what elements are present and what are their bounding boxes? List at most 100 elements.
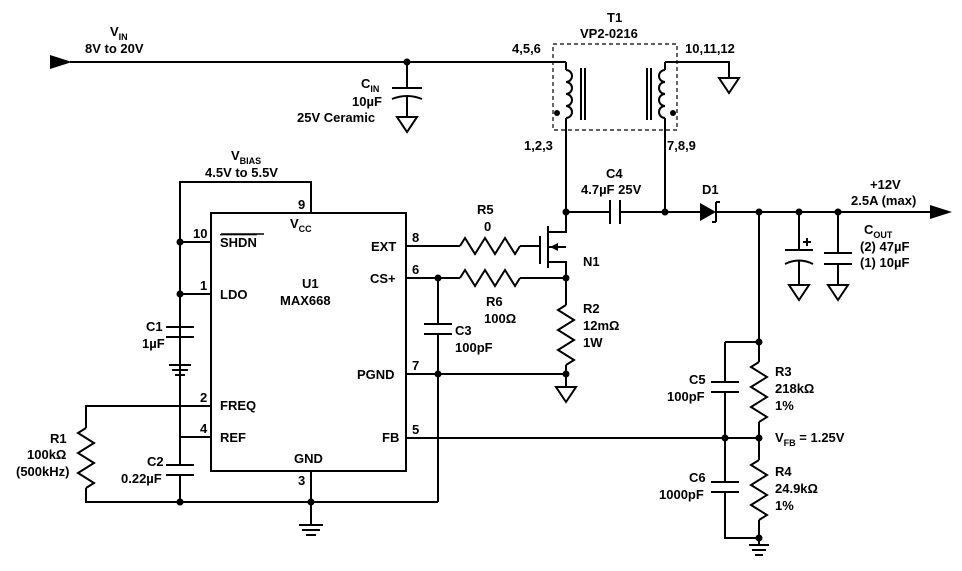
u1-csplus-label: CS+ [370, 271, 396, 286]
ground-icon [299, 524, 323, 536]
c4-name: C4 [606, 166, 623, 181]
n1-name: N1 [583, 254, 600, 269]
vout-current: 2.5A (max) [851, 193, 916, 208]
c5-capacitor [711, 342, 739, 438]
vin-label: VIN [110, 24, 128, 42]
vbias-range: 4.5V to 5.5V [205, 165, 278, 180]
u1-pin-ext: 8 [412, 230, 419, 245]
ground-icon [787, 284, 811, 302]
ground-icon [554, 386, 578, 404]
u1-shdn-label: SHDN [220, 235, 257, 250]
c2-name: C2 [147, 454, 164, 469]
t1-pins-secondary-top: 10,11,12 [685, 41, 735, 56]
cout-line2: (1) 10µF [860, 255, 909, 270]
u1-pin-shdn: 10 [193, 226, 207, 241]
r4-name: R4 [775, 464, 792, 479]
r6-name: R6 [486, 294, 503, 309]
c4-value: 4.7µF 25V [581, 182, 642, 197]
c2-capacitor [166, 464, 194, 502]
c6-name: C6 [689, 470, 706, 485]
t1-name: T1 [607, 10, 622, 25]
u1-pin-pgnd: 7 [412, 358, 419, 373]
vout-voltage: +12V [870, 177, 901, 192]
r3-tol: 1% [775, 398, 794, 413]
r3-name: R3 [775, 364, 792, 379]
c1-value: 1µF [142, 336, 165, 351]
u1-pin-fb: 5 [412, 422, 419, 437]
u1-ext-label: EXT [371, 239, 396, 254]
t1-pins-primary-bottom: 1,2,3 [524, 138, 553, 153]
cout-electrolytic [784, 212, 814, 302]
u1-gnd-label: GND [294, 451, 323, 466]
u1-vcc-label: VCC [290, 216, 312, 234]
r4-value: 24.9kΩ [775, 481, 818, 496]
u1-ref-label: REF [220, 430, 246, 445]
t1-primary-winding [554, 62, 586, 212]
vfb-label: VFB = 1.25V [775, 430, 845, 448]
c1-capacitor [166, 326, 194, 376]
u1-pin-gnd: 3 [298, 473, 305, 488]
cin-value: 10µF [352, 94, 382, 109]
r3-resistor [749, 361, 769, 438]
vin-rail [50, 55, 566, 69]
u1-pin-ref: 4 [200, 421, 208, 436]
t1-secondary-winding [646, 61, 741, 212]
ground-icon [717, 77, 741, 95]
u1-fb-label: FB [382, 430, 399, 445]
r6-value: 100Ω [484, 311, 516, 326]
c6-capacitor [711, 438, 759, 539]
c3-value: 100pF [455, 340, 493, 355]
u1-pin-freq: 2 [200, 390, 207, 405]
ground-icon [826, 284, 850, 302]
u1-pin-ldo: 1 [200, 278, 207, 293]
r2-power: 1W [583, 335, 603, 350]
u1-pin-cs: 6 [412, 262, 419, 277]
r2-resistor [554, 300, 578, 404]
r2-name: R2 [583, 301, 600, 316]
r1-name: R1 [50, 431, 67, 446]
r4-resistor [749, 438, 769, 545]
t1-part: VP2-0216 [580, 26, 638, 41]
r4-tol: 1% [775, 498, 794, 513]
d1-name: D1 [702, 182, 719, 197]
u1-name: U1 [302, 276, 319, 291]
r5-name: R5 [477, 202, 494, 217]
c4-capacitor [609, 200, 621, 224]
u1-ldo-label: LDO [220, 287, 247, 302]
c2-value: 0.22µF [121, 471, 162, 486]
r2-value: 12mΩ [583, 318, 619, 333]
u1-body [210, 212, 407, 472]
cin-capacitor [391, 58, 423, 134]
r5-resistor [459, 236, 540, 256]
r6-resistor [459, 268, 566, 288]
c1-name: C1 [146, 319, 163, 334]
vin-arrow-icon [50, 55, 72, 69]
n1-mosfet [539, 212, 567, 300]
cin-label: CIN [361, 76, 379, 94]
d1-diode [700, 201, 720, 223]
cout-label: COUT [864, 222, 893, 240]
t1-pins-primary-top: 4,5,6 [512, 41, 541, 56]
cin-rating: 25V Ceramic [297, 110, 375, 125]
c5-value: 100pF [667, 389, 705, 404]
ground-icon [749, 544, 769, 556]
vin-range: 8V to 20V [85, 41, 144, 56]
r3-value: 218kΩ [775, 381, 814, 396]
c3-capacitor [424, 278, 452, 502]
u1-pgnd-label: PGND [357, 367, 395, 382]
c6-value: 1000pF [659, 487, 704, 502]
cout-ceramic [824, 212, 852, 302]
vbias-label: VBIAS [231, 148, 261, 166]
r1-note: (500kHz) [16, 464, 69, 479]
c5-name: C5 [689, 372, 706, 387]
u1-part: MAX668 [280, 293, 331, 308]
c3-name: C3 [455, 323, 472, 338]
ground-icon [395, 116, 419, 134]
t1-pins-secondary-bottom: 7,8,9 [667, 138, 696, 153]
u1-pin-vcc: 9 [298, 197, 305, 212]
u1-freq-label: FREQ [220, 398, 256, 413]
vout-arrow-icon [930, 205, 952, 219]
r1-value: 100kΩ [27, 447, 66, 462]
r5-value: 0 [484, 219, 491, 234]
